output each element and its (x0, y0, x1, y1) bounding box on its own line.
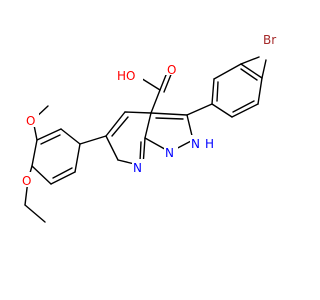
pyrazole-nh-label: N (191, 137, 200, 151)
bond (186, 103, 213, 116)
bond (31, 165, 52, 185)
bond (150, 89, 161, 114)
bond (50, 171, 76, 185)
bond (211, 103, 233, 118)
bond (139, 141, 142, 162)
bond (105, 135, 119, 161)
bond (74, 143, 81, 173)
acid-oxygen-label: HO (117, 69, 135, 83)
bond (211, 78, 215, 105)
ethoxy-oxygen-label: O (22, 174, 31, 188)
pyrazole-n-label: N (165, 146, 174, 160)
pyridine-n-label: N (133, 161, 142, 175)
atom-labels: Br HO O N H N N O O (21, 31, 286, 188)
bonds (24, 56, 267, 223)
bond (24, 204, 46, 223)
bond (124, 111, 152, 114)
bromine-label: Br (263, 33, 276, 47)
methoxy-oxygen-label: O (26, 114, 35, 128)
carbonyl-oxygen-label: O (167, 63, 176, 77)
bond (231, 103, 259, 118)
bond (111, 116, 129, 137)
bond (150, 112, 188, 116)
bond (36, 128, 62, 141)
bond (40, 134, 61, 145)
bond (240, 63, 263, 79)
bond (240, 56, 260, 65)
bond (213, 63, 242, 80)
bond (257, 77, 263, 105)
bond (31, 139, 38, 167)
bond (144, 112, 152, 139)
bond (79, 135, 107, 145)
nh-hydrogen-label: H (205, 137, 214, 151)
bond (163, 71, 173, 93)
bond (240, 68, 258, 81)
chemical-structure: Br HO O N H N N O O (21, 31, 286, 223)
bond (52, 167, 73, 179)
bond (232, 100, 255, 113)
bond (216, 81, 219, 102)
bond (60, 128, 81, 145)
bond (261, 59, 267, 79)
bond (105, 111, 126, 137)
bond (155, 117, 184, 120)
